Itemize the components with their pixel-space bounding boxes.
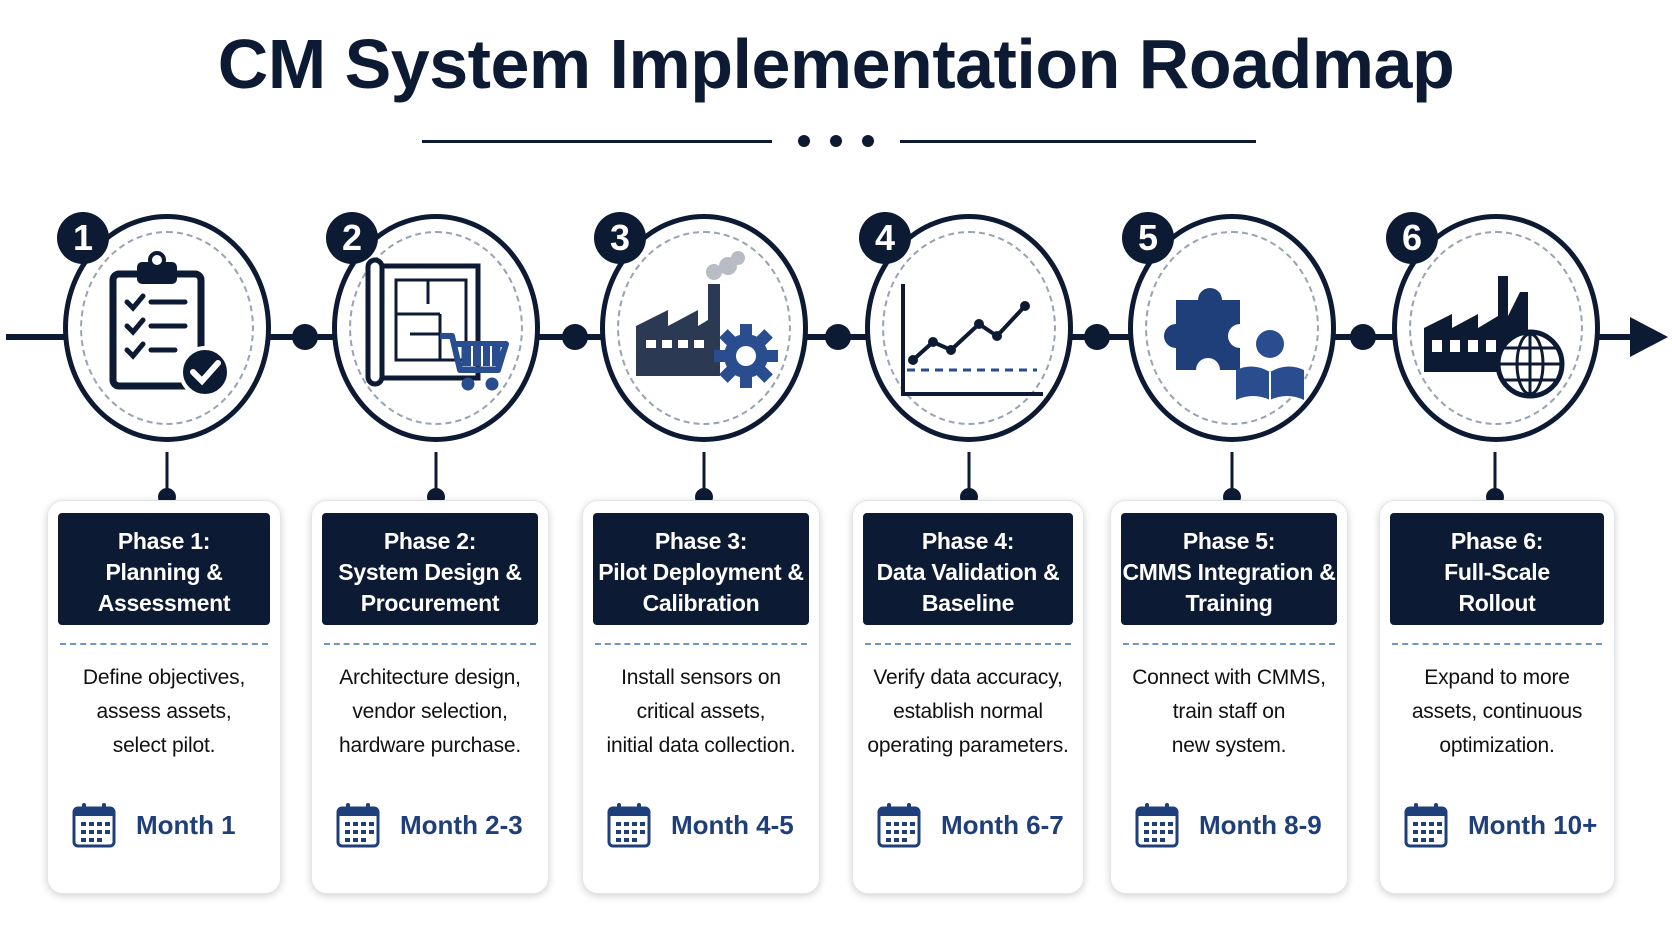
phase-description: Install sensors on critical assets, init…: [606, 666, 796, 757]
phase-description: Expand to more assets, continuous optimi…: [1411, 666, 1583, 757]
phase-number-badge: 1: [57, 212, 109, 264]
duration-label: Month 4-5: [671, 809, 794, 840]
phase-heading: Phase 1: Planning & Assessment: [58, 513, 270, 625]
phase-heading: Phase 5: CMMS Integration & Training: [1121, 513, 1337, 625]
phase-2-node: 2: [326, 212, 542, 454]
card-divider: [60, 643, 268, 645]
timeline-arrow-icon: [1630, 317, 1668, 357]
phase-duration: Month 6-7: [877, 801, 1073, 849]
calendar-icon: [72, 803, 116, 848]
duration-label: Month 8-9: [1199, 809, 1322, 840]
card-divider: [595, 643, 807, 645]
clipboard-checklist-icon: [109, 251, 231, 398]
phase-duration: Month 10+: [1404, 801, 1604, 849]
phase-duration: Month 4-5: [607, 801, 809, 849]
phase-number-badge: 4: [859, 212, 911, 264]
phase-number-badge: 3: [594, 212, 646, 264]
phase-5-card: Phase 5: CMMS Integration & Training Con…: [1110, 500, 1348, 894]
calendar-icon: [1404, 803, 1448, 848]
phase-duration: Month 1: [72, 801, 270, 849]
phase-description: Connect with CMMS, train staff on new sy…: [1132, 666, 1326, 757]
calendar-icon: [1135, 803, 1179, 848]
blueprint-cart-icon: [365, 257, 509, 391]
phase-6-card: Phase 6: Full-Scale Rollout Expand to mo…: [1379, 500, 1615, 894]
phase-4-card: Phase 4: Data Validation & Baseline Veri…: [852, 500, 1084, 894]
page-title: CM System Implementation Roadmap: [217, 25, 1455, 103]
card-divider: [324, 643, 536, 645]
phase-number-badge: 6: [1386, 212, 1438, 264]
card-divider: [865, 643, 1071, 645]
phase-1-card: Phase 1: Planning & Assessment Define ob…: [47, 500, 281, 894]
card-divider: [1123, 643, 1335, 645]
calendar-icon: [336, 803, 380, 848]
phase-heading: Phase 3: Pilot Deployment & Calibration: [593, 513, 809, 625]
duration-label: Month 10+: [1468, 809, 1598, 840]
phase-1-node: 1: [57, 212, 273, 454]
factory-globe-icon: [1424, 276, 1565, 399]
phase-duration: Month 2-3: [336, 801, 538, 849]
phase-number-badge: 2: [326, 212, 378, 264]
calendar-icon: [877, 803, 921, 848]
line-graph-icon: [901, 284, 1043, 396]
puzzle-learner-icon: [1164, 288, 1304, 400]
phase-number-badge: 5: [1122, 212, 1174, 264]
phase-3-node: 3: [594, 212, 810, 454]
phase-heading: Phase 2: System Design & Procurement: [322, 513, 538, 625]
phase-5-node: 5: [1122, 212, 1338, 454]
phase-3-card: Phase 3: Pilot Deployment & Calibration …: [582, 500, 820, 894]
factory-gear-icon: [636, 251, 778, 388]
duration-label: Month 6-7: [941, 809, 1064, 840]
phase-4-node: 4: [859, 212, 1075, 454]
phase-2-card: Phase 2: System Design & Procurement Arc…: [311, 500, 549, 894]
calendar-icon: [607, 803, 651, 848]
phase-6-node: 6: [1386, 212, 1602, 454]
phase-description: Verify data accuracy, establish normal o…: [867, 666, 1069, 757]
duration-label: Month 1: [136, 809, 236, 840]
phase-heading: Phase 4: Data Validation & Baseline: [863, 513, 1073, 625]
phase-heading: Phase 6: Full-Scale Rollout: [1390, 513, 1604, 625]
title-divider: [0, 134, 1672, 148]
phase-description: Define objectives, assess assets, select…: [82, 666, 246, 757]
phase-description: Architecture design, vendor selection, h…: [338, 666, 521, 757]
card-divider: [1392, 643, 1602, 645]
phase-duration: Month 8-9: [1135, 801, 1337, 849]
duration-label: Month 2-3: [400, 809, 523, 840]
